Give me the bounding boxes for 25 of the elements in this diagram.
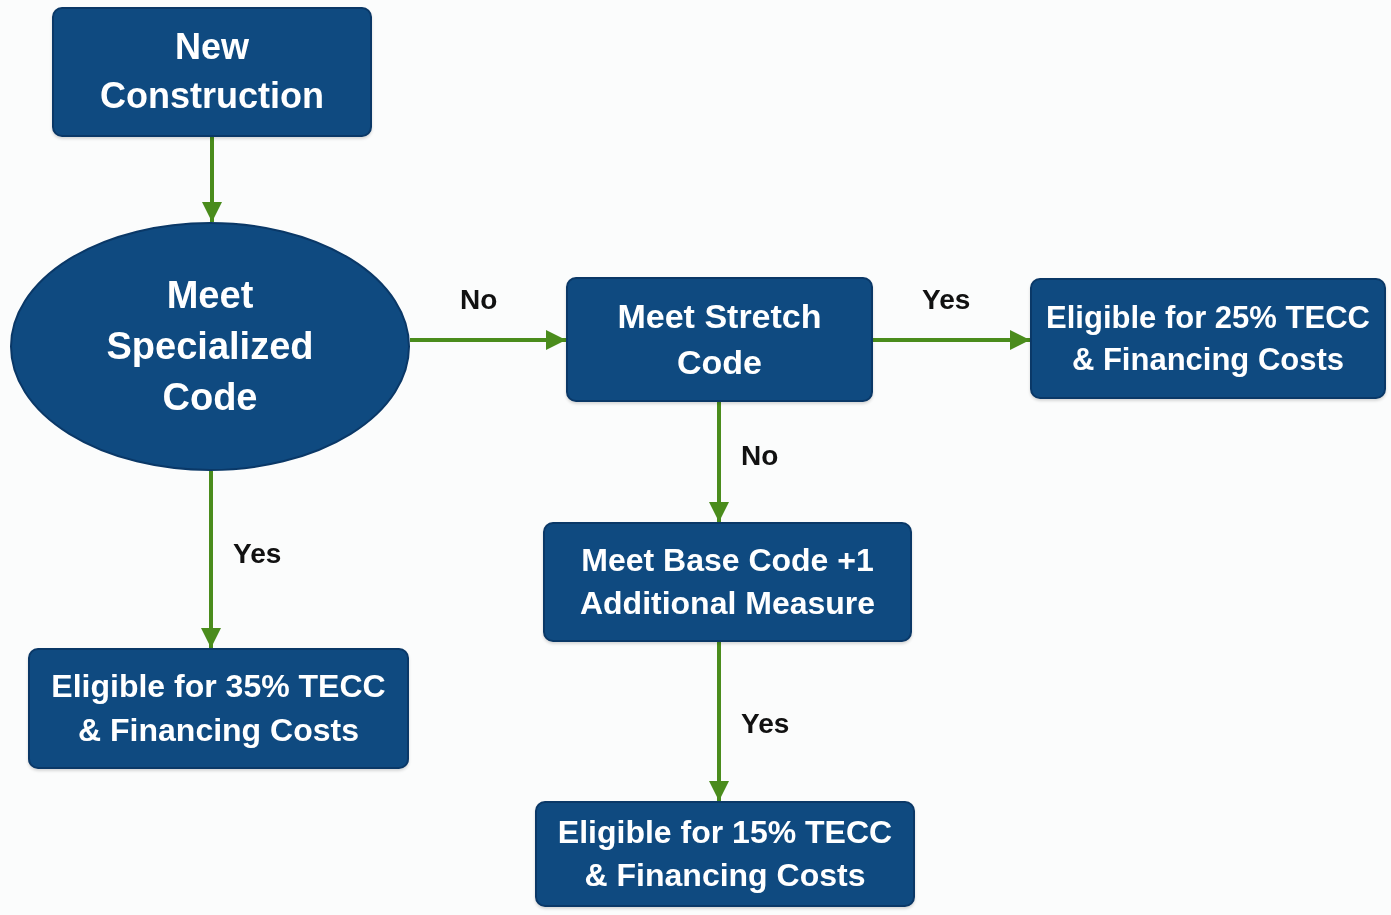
arrow (873, 330, 1030, 350)
edge-label: Yes (233, 538, 282, 570)
process-box (1030, 278, 1386, 399)
node-text: Meet Specialized Code (105, 272, 315, 421)
edge-label: Yes (741, 708, 790, 740)
arrow (709, 642, 729, 801)
process-box (543, 522, 912, 642)
arrow (201, 471, 221, 648)
process-box (28, 648, 409, 769)
decision-oval (10, 222, 410, 471)
node-text: Meet Base Code +1 Additional Measure (578, 540, 877, 623)
node-text: Eligible for 25% TECC & Financing Costs (1046, 298, 1370, 379)
node-text: Eligible for 15% TECC & Financing Costs (556, 812, 894, 895)
node-text: Meet Stretch Code (616, 295, 823, 383)
arrow (410, 330, 566, 350)
edge-label: No (741, 440, 779, 472)
process-box (566, 277, 873, 402)
process-box (535, 801, 915, 907)
node-text: New Construction (99, 25, 325, 118)
node-text: Eligible for 35% TECC & Financing Costs (50, 667, 387, 750)
arrow (709, 402, 729, 522)
process-box (52, 7, 372, 137)
edge-label: No (460, 284, 498, 316)
arrow (202, 137, 222, 222)
edge-label: Yes (922, 284, 971, 316)
